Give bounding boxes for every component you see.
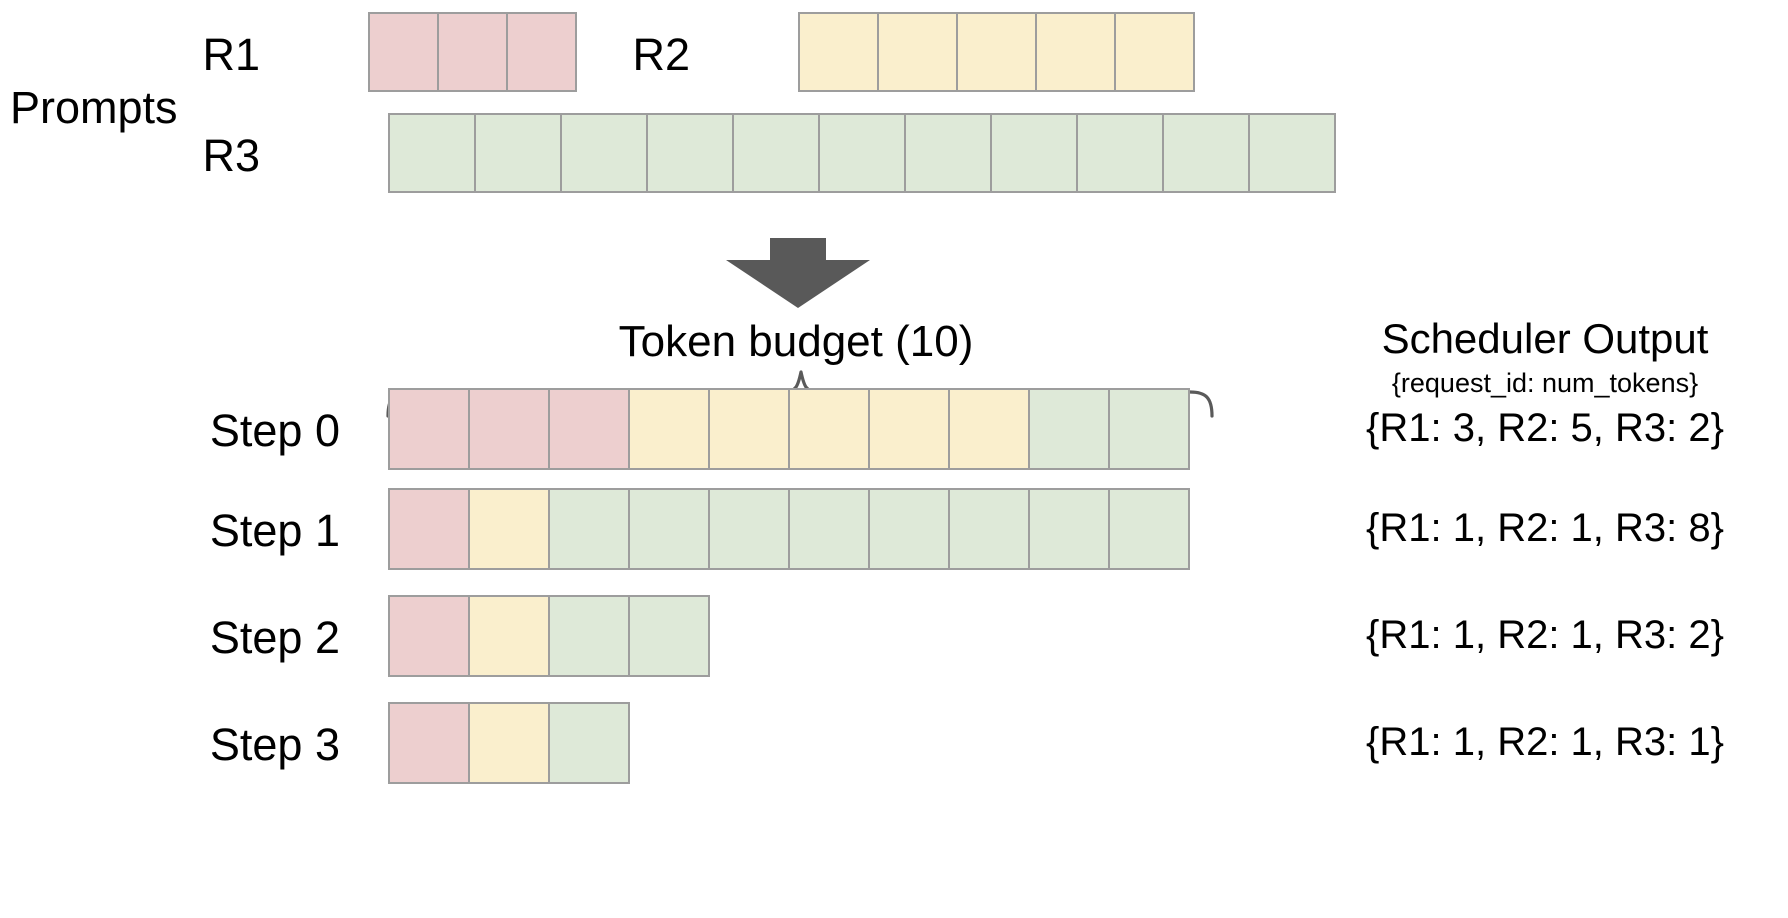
token-cell [560, 113, 648, 193]
token-cell [1028, 388, 1110, 470]
token-cell [948, 388, 1030, 470]
token-cell [646, 113, 734, 193]
step-token-row-3 [388, 702, 630, 784]
prompt-token-row-r3 [388, 113, 1336, 193]
token-cell [868, 488, 950, 570]
token-cell [468, 388, 550, 470]
scheduler-output-subtitle: {request_id: num_tokens} [1391, 368, 1699, 398]
token-cell [948, 488, 1030, 570]
token-cell [628, 595, 710, 677]
token-cell [468, 702, 550, 784]
token-cell [956, 12, 1037, 92]
scheduler-output-title: Scheduler Output [1381, 315, 1709, 362]
token-cell [1076, 113, 1164, 193]
step-label-0: Step 0 [209, 405, 340, 456]
token-cell [877, 12, 958, 92]
token-cell [1028, 488, 1110, 570]
scheduler-output-row-0: {R1: 3, R2: 5, R3: 2} [1366, 406, 1724, 450]
request-label-r2: R2 [632, 29, 690, 80]
token-budget-label: Token budget (10) [618, 317, 974, 366]
token-cell [1035, 12, 1116, 92]
token-cell [1114, 12, 1195, 92]
token-cell [798, 12, 879, 92]
token-cell [437, 12, 508, 92]
token-cell [628, 388, 710, 470]
token-cell [388, 595, 470, 677]
scheduler-output-row-1: {R1: 1, R2: 1, R3: 8} [1366, 506, 1724, 550]
token-cell [548, 702, 630, 784]
token-cell [1248, 113, 1336, 193]
token-cell [388, 488, 470, 570]
token-cell [468, 488, 550, 570]
token-cell [388, 113, 476, 193]
step-token-row-2 [388, 595, 710, 677]
request-label-r3: R3 [202, 130, 260, 181]
step-label-3: Step 3 [209, 719, 340, 770]
prompt-token-row-r2 [798, 12, 1195, 92]
token-cell [788, 388, 870, 470]
token-cell [388, 702, 470, 784]
prompts-group-label: Prompts [10, 82, 178, 133]
token-cell [904, 113, 992, 193]
token-cell [468, 595, 550, 677]
token-cell [818, 113, 906, 193]
token-cell [548, 595, 630, 677]
down-arrow-icon [718, 238, 878, 308]
scheduler-output-row-2: {R1: 1, R2: 1, R3: 2} [1366, 613, 1724, 657]
token-cell [368, 12, 439, 92]
token-cell [788, 488, 870, 570]
step-token-row-1 [388, 488, 1190, 570]
token-cell [708, 388, 790, 470]
step-label-2: Step 2 [209, 612, 340, 663]
request-label-r1: R1 [202, 29, 260, 80]
token-cell [474, 113, 562, 193]
token-cell [506, 12, 577, 92]
token-cell [732, 113, 820, 193]
scheduler-output-row-3: {R1: 1, R2: 1, R3: 1} [1366, 720, 1724, 764]
step-token-row-0 [388, 388, 1190, 470]
token-cell [548, 388, 630, 470]
prompt-token-row-r1 [368, 12, 577, 92]
token-cell [388, 388, 470, 470]
token-cell [708, 488, 790, 570]
token-cell [628, 488, 710, 570]
token-cell [868, 388, 950, 470]
token-cell [1108, 388, 1190, 470]
step-label-1: Step 1 [209, 505, 340, 556]
token-cell [1162, 113, 1250, 193]
token-cell [990, 113, 1078, 193]
token-cell [548, 488, 630, 570]
token-cell [1108, 488, 1190, 570]
